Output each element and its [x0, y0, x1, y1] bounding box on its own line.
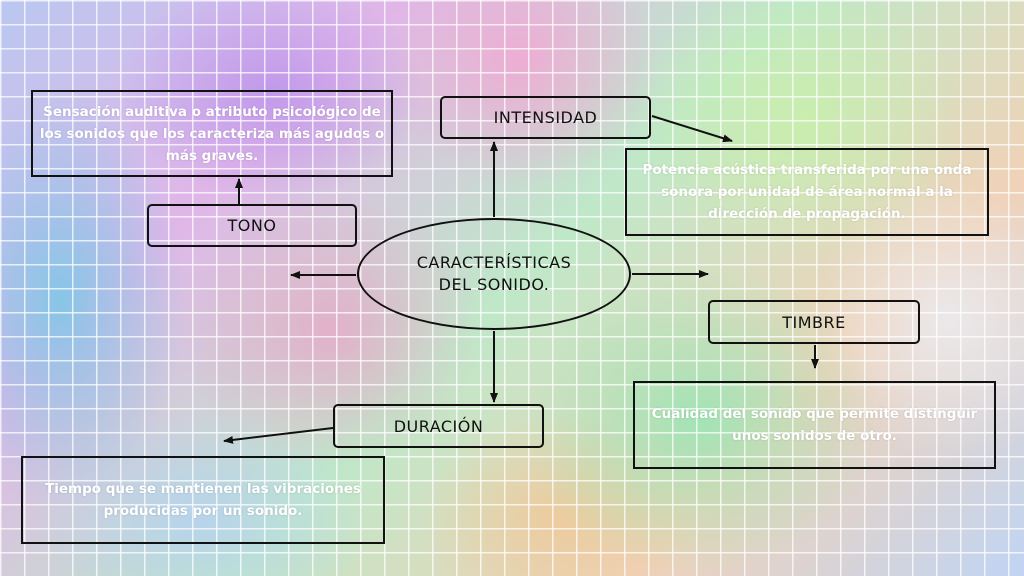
tono-node: TONO: [147, 204, 357, 247]
arrow-intensidad-to-description: [651, 115, 733, 143]
intensidad-description-box: Potencia acústica transferida por una on…: [625, 148, 989, 236]
intensidad-label: INTENSIDAD: [493, 108, 598, 127]
tono-label: TONO: [227, 216, 277, 235]
duracion-description-box: Tiempo que se mantienen las vibraciones …: [21, 456, 385, 544]
duracion-label: DURACIÓN: [393, 416, 484, 436]
arrow-duracion-to-description: [223, 427, 334, 444]
center-title-line2: DEL SONIDO.: [438, 275, 550, 294]
duracion-description-text: Tiempo que se mantienen las vibraciones …: [45, 481, 361, 519]
center-title-line1: CARACTERÍSTICAS: [416, 253, 572, 272]
timbre-node: TIMBRE: [708, 300, 920, 344]
timbre-description-box: Cualidad del sonido que permite distingu…: [633, 381, 996, 469]
timbre-description-text: Cualidad del sonido que permite distingu…: [651, 406, 978, 444]
center-ellipse: CARACTERÍSTICAS DEL SONIDO.: [357, 218, 631, 330]
duracion-node: DURACIÓN: [333, 404, 544, 448]
tono-description-box: Sensación auditiva o atributo psicológic…: [31, 90, 393, 177]
intensidad-node: INTENSIDAD: [440, 96, 651, 139]
intensidad-description-text: Potencia acústica transferida por una on…: [642, 162, 972, 222]
timbre-label: TIMBRE: [782, 312, 846, 332]
tono-description-text: Sensación auditiva o atributo psicológic…: [39, 103, 385, 164]
